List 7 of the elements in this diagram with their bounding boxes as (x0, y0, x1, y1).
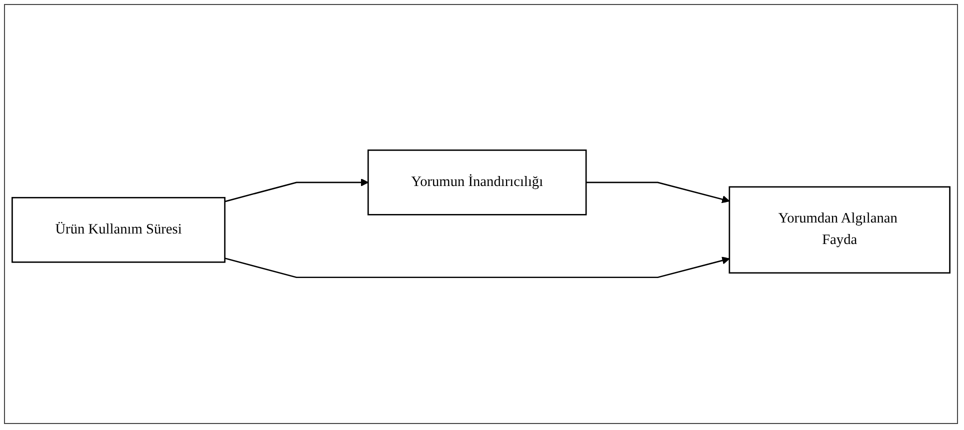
diagram-frame: Yorumun İnandırıcılığı Ürün Kullanım Süresi Yorumdan Algılanan Fayda (4, 4, 958, 424)
node-box (728, 186, 950, 274)
arrow (586, 182, 730, 204)
arrow (224, 256, 730, 278)
node-box (12, 197, 226, 264)
node-box (367, 150, 587, 216)
arrow (224, 178, 368, 202)
